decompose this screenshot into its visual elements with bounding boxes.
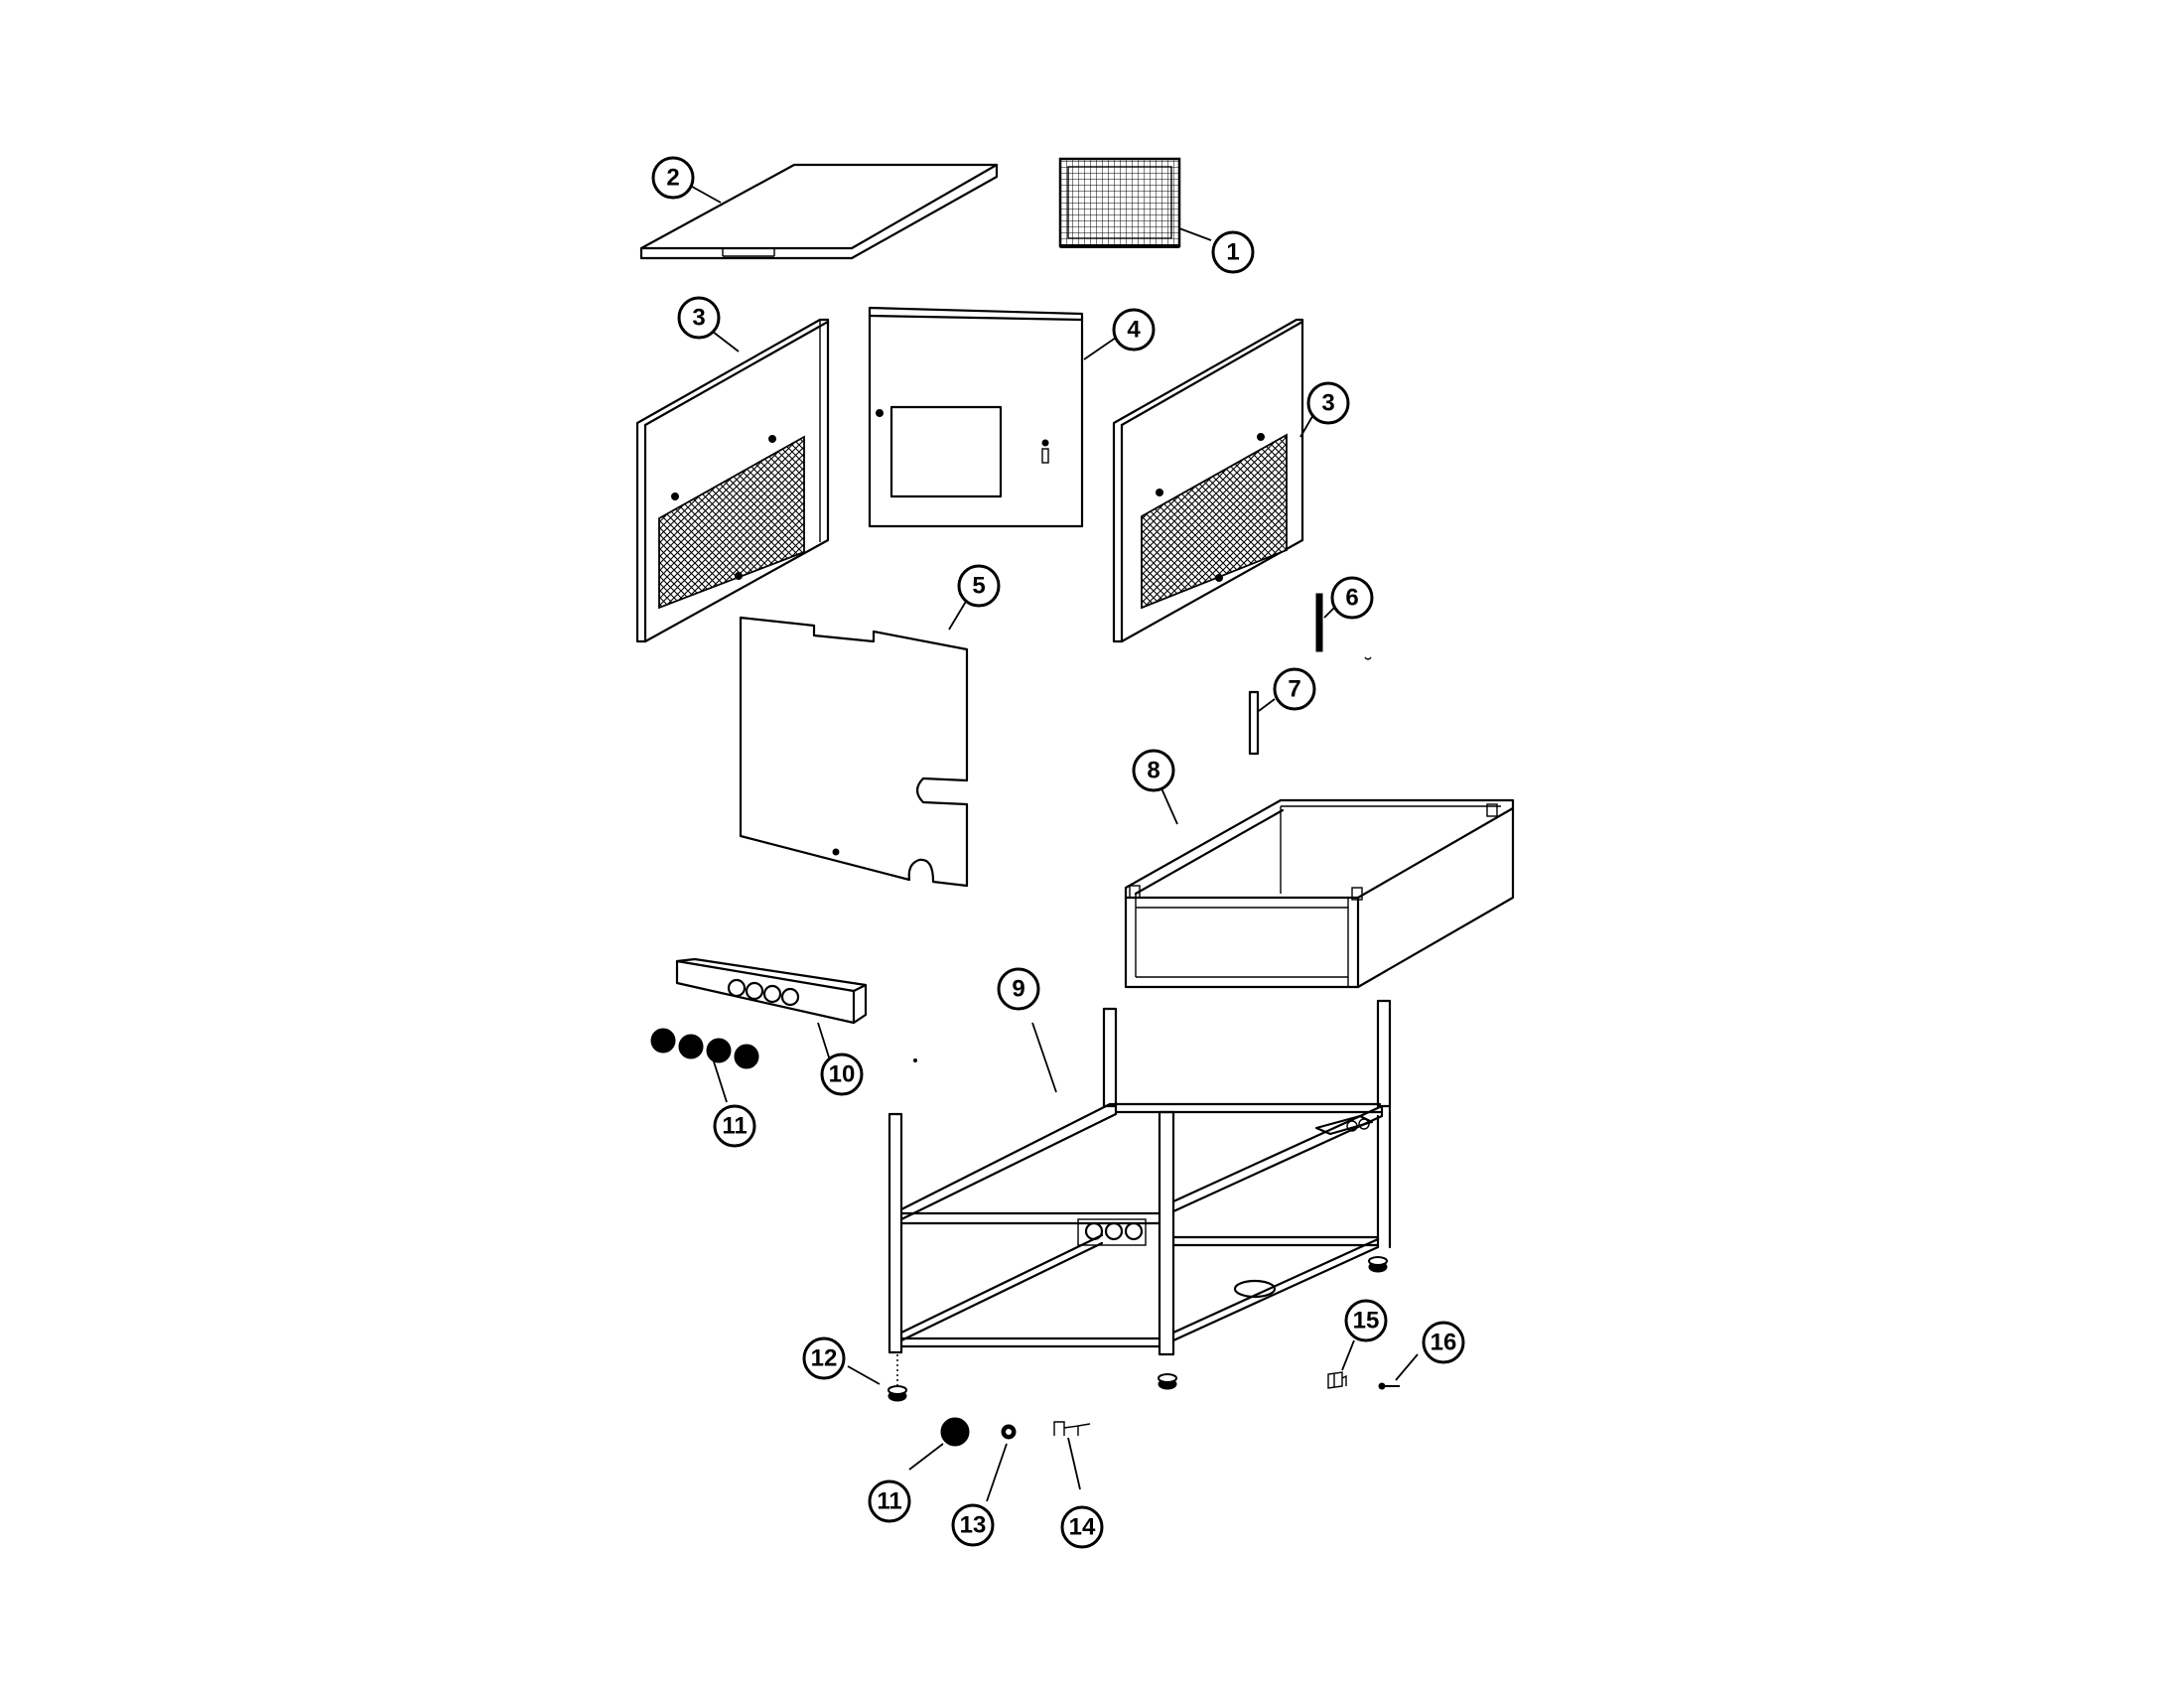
callout-label: 11 xyxy=(877,1488,901,1515)
callout-label: 5 xyxy=(972,573,985,600)
leader-lines xyxy=(684,182,1419,1502)
part-side-panel-left xyxy=(635,318,830,643)
part-pin xyxy=(1248,690,1260,756)
part-bracket xyxy=(1327,1371,1347,1389)
part-rod xyxy=(1315,593,1372,660)
part-back-panel xyxy=(739,616,969,888)
callout-label: 16 xyxy=(1431,1330,1457,1356)
part-frame xyxy=(887,999,1392,1356)
part-control-bracket xyxy=(675,957,868,1025)
callout-label: 3 xyxy=(1321,390,1334,417)
callout-2-top-panel: 2 xyxy=(651,156,695,200)
callout-12-leg-foot: 12 xyxy=(802,1336,846,1380)
callout-label: 4 xyxy=(1127,317,1141,344)
callout-label: 1 xyxy=(1226,239,1239,266)
callout-1-filter: 1 xyxy=(1211,230,1255,274)
part-clip xyxy=(1053,1421,1091,1436)
callout-9-frame: 9 xyxy=(997,967,1040,1011)
callout-13-bushing: 13 xyxy=(951,1503,995,1547)
part-leg-feet xyxy=(887,1256,1388,1402)
callout-label: 15 xyxy=(1353,1308,1380,1335)
callout-7-pin: 7 xyxy=(1273,667,1316,711)
callout-label: 14 xyxy=(1069,1514,1096,1541)
part-knob-single xyxy=(940,1417,970,1447)
callout-label: 2 xyxy=(666,165,679,192)
callout-10-control-bracket: 10 xyxy=(820,1053,864,1096)
callout-11-knob: 11 xyxy=(868,1479,911,1523)
callout-label: 10 xyxy=(829,1061,856,1088)
callout-8-tray: 8 xyxy=(1132,749,1175,792)
part-screw xyxy=(1378,1382,1400,1390)
callout-4-front-panel: 4 xyxy=(1112,308,1156,352)
part-tray xyxy=(1124,798,1515,989)
callout-label: 9 xyxy=(1012,976,1024,1003)
callout-label: 8 xyxy=(1147,758,1160,784)
part-side-panel-right xyxy=(1112,318,1304,643)
callout-label: 12 xyxy=(811,1345,838,1372)
callout-11-knobs: 11 xyxy=(713,1104,756,1148)
callout-label: 11 xyxy=(722,1113,747,1140)
callout-label: 6 xyxy=(1345,585,1358,612)
callout-5-back-panel: 5 xyxy=(957,564,1001,608)
callout-label: 3 xyxy=(692,305,705,332)
callout-3-side-panel-right: 3 xyxy=(1306,381,1350,425)
callout-14-clip: 14 xyxy=(1060,1505,1104,1549)
part-front-panel xyxy=(868,306,1084,528)
callout-6-rod: 6 xyxy=(1330,576,1374,620)
callout-label: 7 xyxy=(1288,676,1300,703)
part-filter xyxy=(1058,157,1181,248)
part-bushing xyxy=(1001,1424,1017,1440)
part-top-panel xyxy=(639,163,999,260)
callout-16-screw: 16 xyxy=(1422,1321,1465,1364)
callout-3-side-panel-left: 3 xyxy=(677,296,721,340)
callout-15-bracket: 15 xyxy=(1344,1299,1388,1342)
part-knobs xyxy=(650,1028,759,1069)
stray-mark xyxy=(913,1058,917,1062)
callout-label: 13 xyxy=(960,1512,987,1539)
